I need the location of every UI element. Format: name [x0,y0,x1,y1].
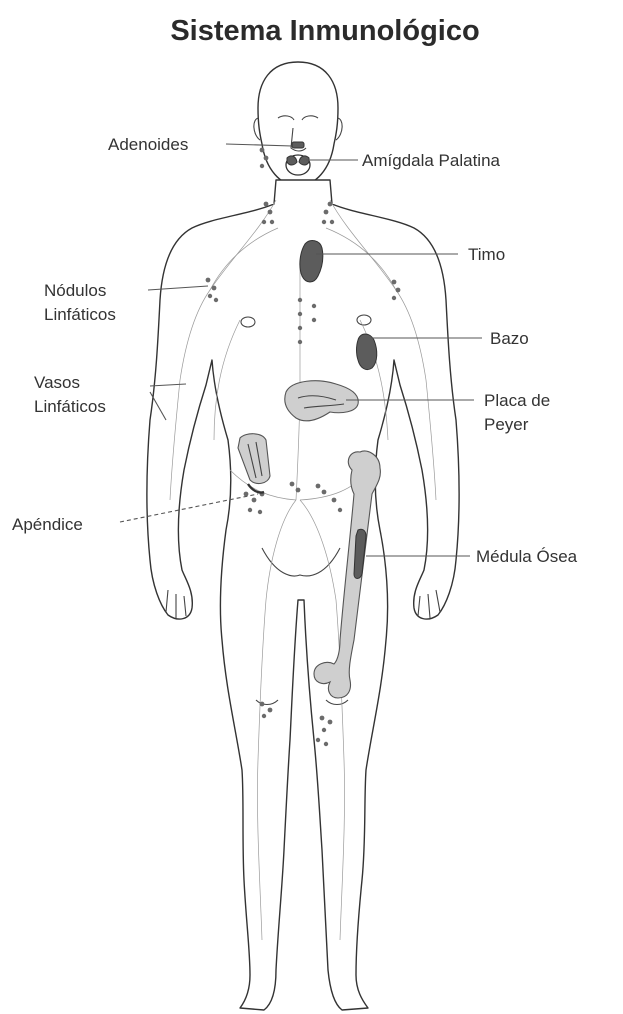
label-adenoides: Adenoides [108,135,188,154]
label-placa-line2: Peyer [484,415,529,434]
label-placa-line1: Placa de [484,391,550,410]
label-vasos-line1: Vasos [34,373,80,392]
label-nodulos-line1: Nódulos [44,281,106,300]
adenoids-shape [292,142,304,148]
label-timo: Timo [468,245,505,264]
label-apendice: Apéndice [12,515,83,534]
spleen-shape [357,334,377,370]
human-body-outline [147,62,459,1010]
label-medula-osea: Médula Ósea [476,547,578,566]
label-nodulos-line2: Linfáticos [44,305,116,324]
diagram-title: Sistema Inmunológico [170,15,479,47]
label-vasos-line2: Linfáticos [34,397,106,416]
label-amigdala-palatina: Amígdala Palatina [362,151,501,170]
label-bazo: Bazo [490,329,529,348]
